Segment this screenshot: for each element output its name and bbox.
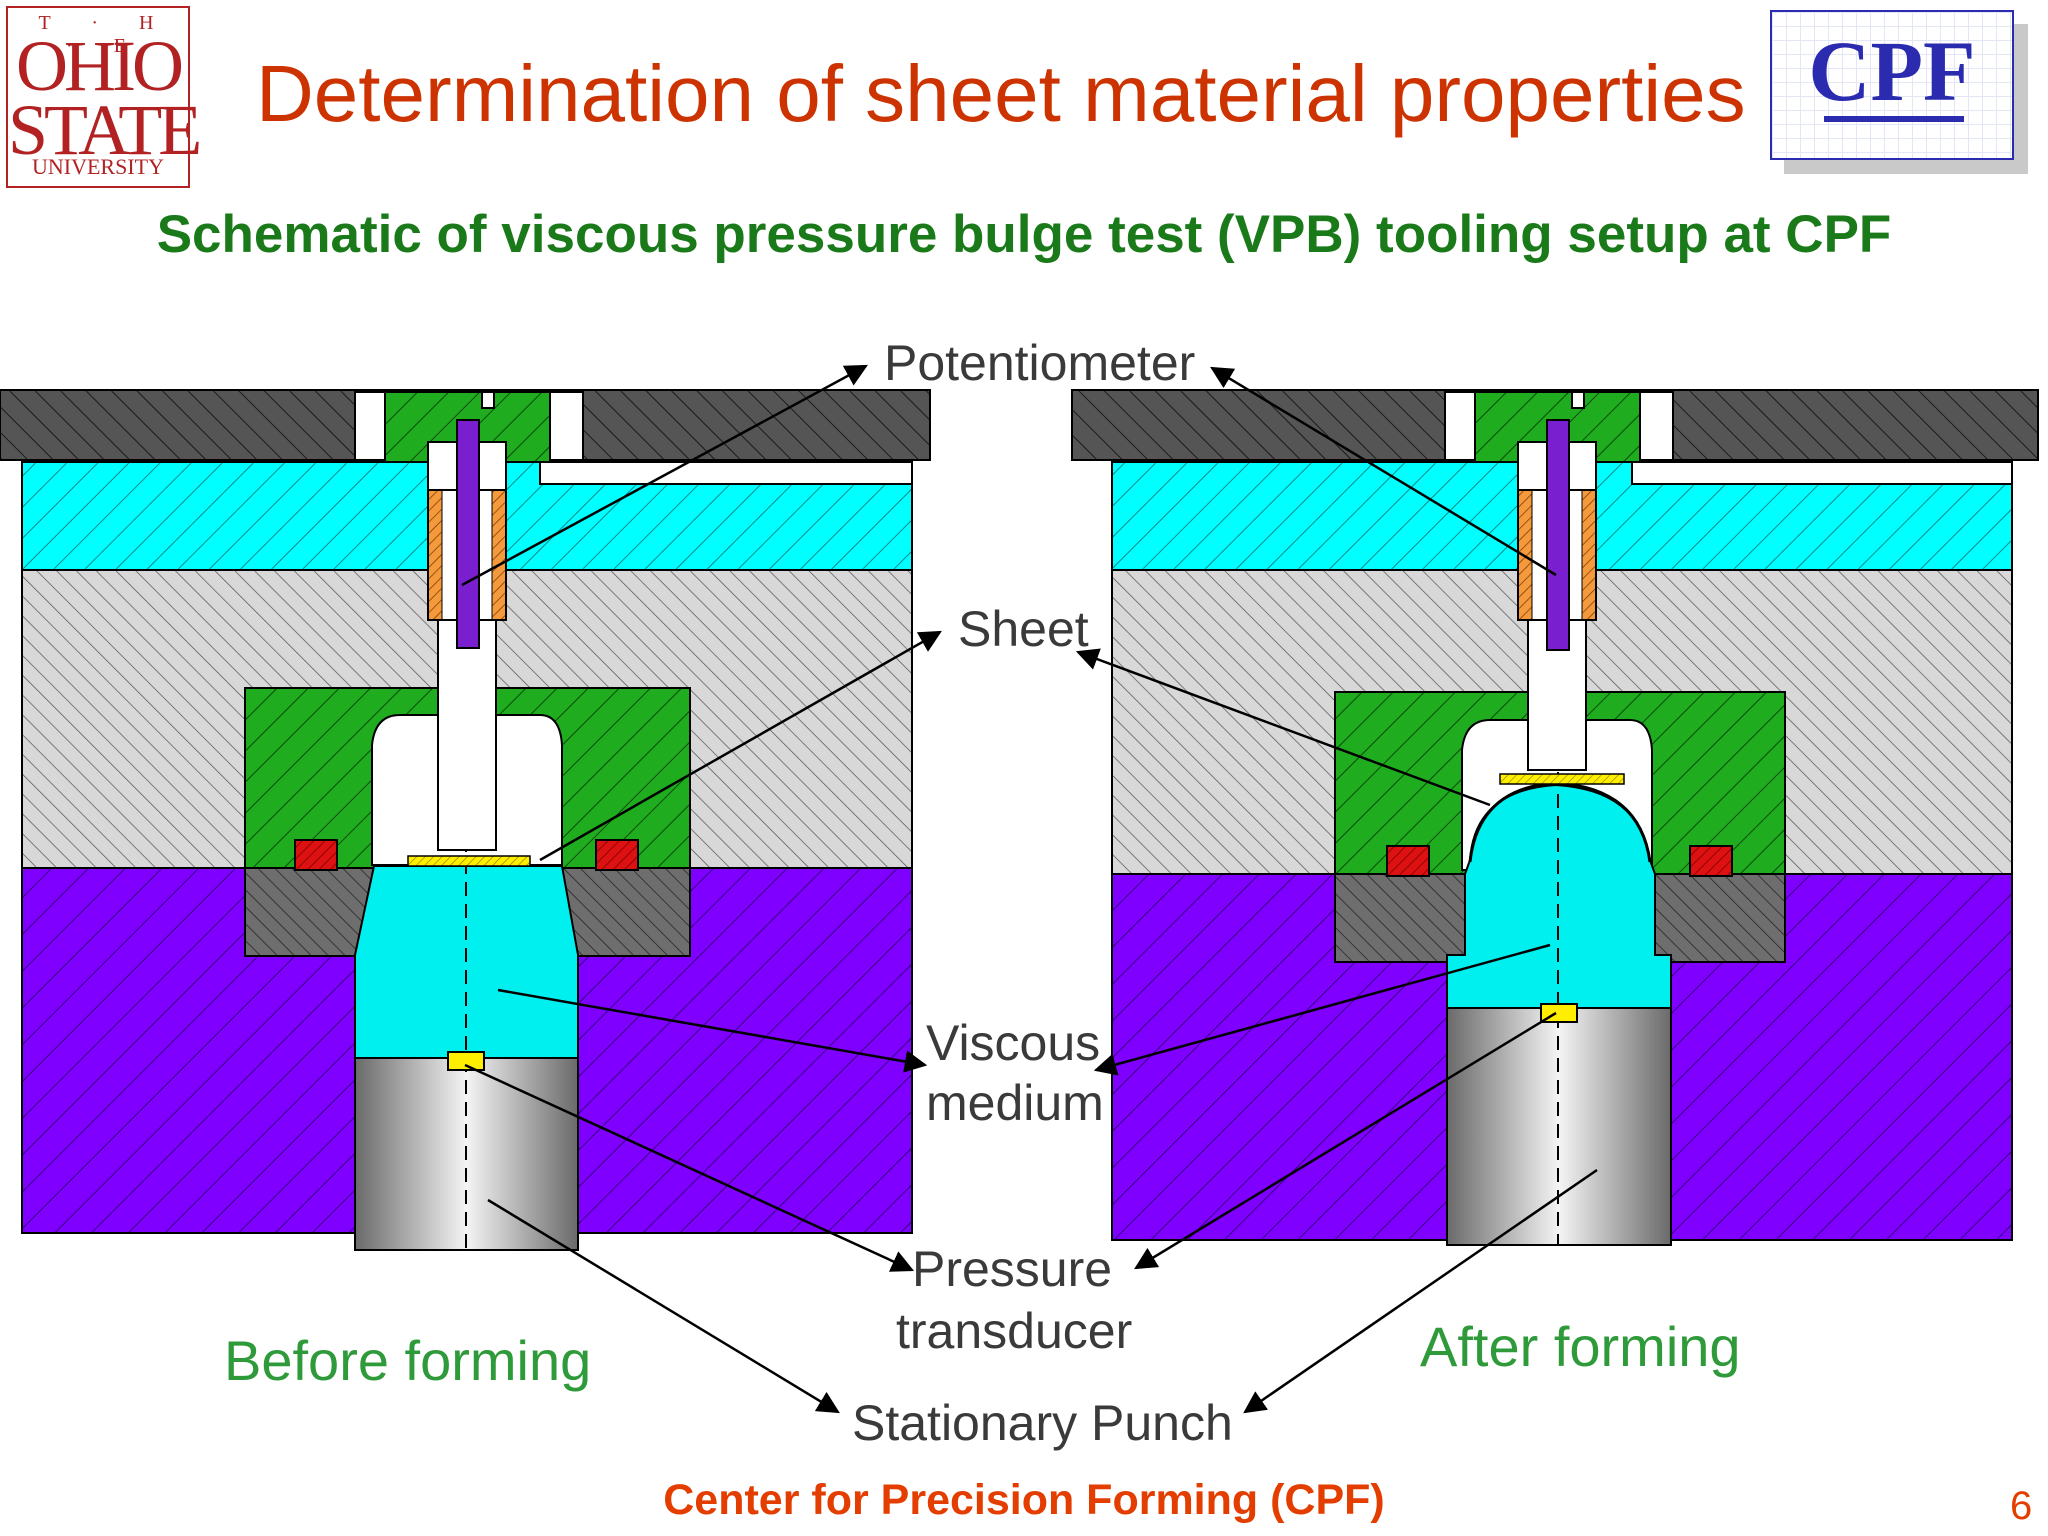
page-number: 6 (2010, 1484, 2033, 1528)
sheet-label: Sheet (958, 601, 1089, 657)
sheet-clamp-plate (1499, 773, 1625, 785)
viscous-medium-label-line1: Viscous (926, 1015, 1101, 1071)
ohio-state-logo: T · H · E OHIO STATE UNIVERSITY (6, 6, 202, 188)
cpf-logo-face: CPF (1770, 10, 2014, 160)
sensor-cap (481, 391, 495, 409)
after-forming-assembly (1071, 389, 2039, 1246)
pressure-transducer-label-line1: Pressure (912, 1241, 1113, 1297)
osu-logo-ohio: OHIO (16, 26, 184, 106)
cpf-logo: CPF (1770, 10, 2028, 174)
seal-right (1689, 845, 1733, 877)
slide-subtitle: Schematic of viscous pressure bulge test… (156, 205, 1892, 264)
cyan-plate-step (539, 461, 913, 485)
viscous-leader-right (1093, 943, 1551, 1076)
seal-right (595, 839, 639, 871)
transducer-leader-right (1134, 1011, 1557, 1270)
pressure-transducer-label-line2: transducer (896, 1303, 1133, 1359)
footer-text: Center for Precision Forming (CPF) (663, 1476, 1385, 1524)
before-forming-assembly (0, 389, 931, 1251)
potentiometer-label: Potentiometer (884, 335, 1196, 391)
slide-title: Determination of sheet material properti… (256, 49, 1746, 138)
potentiometer-leader-right (1210, 366, 1557, 577)
osu-logo-university: UNIVERSITY (32, 154, 164, 179)
sensor-cap (1571, 391, 1585, 409)
viscous-leader-left (497, 988, 928, 1073)
cpf-logo-text: CPF (1808, 23, 1976, 119)
sheet-leader-right (1075, 648, 1491, 807)
potentiometer-slider (456, 419, 480, 649)
punch-leader-left (487, 1198, 840, 1414)
potentiometer-slider (1546, 419, 1570, 651)
transducer-leader-left (464, 1063, 915, 1272)
pressure-transducer (447, 1051, 485, 1071)
after-forming-caption: After forming (1420, 1315, 1741, 1378)
viscous-medium-label-line2: medium (926, 1075, 1104, 1131)
sheet (407, 855, 531, 867)
cyan-plate-step (1631, 461, 2013, 485)
leader-lines (461, 364, 1598, 1414)
probe-rod (437, 619, 497, 851)
cpf-logo-underline (1824, 116, 1964, 122)
potentiometer-leader-left (461, 364, 868, 587)
sheet-leader-left (539, 630, 942, 862)
seal-left (294, 839, 338, 871)
seal-left (1386, 845, 1430, 877)
stationary-punch-label: Stationary Punch (852, 1395, 1233, 1451)
osu-logo-state: STATE (8, 90, 202, 170)
osu-logo-the: T · H · E (38, 12, 172, 57)
before-forming-caption: Before forming (224, 1329, 592, 1392)
punch-leader-right (1243, 1168, 1598, 1414)
